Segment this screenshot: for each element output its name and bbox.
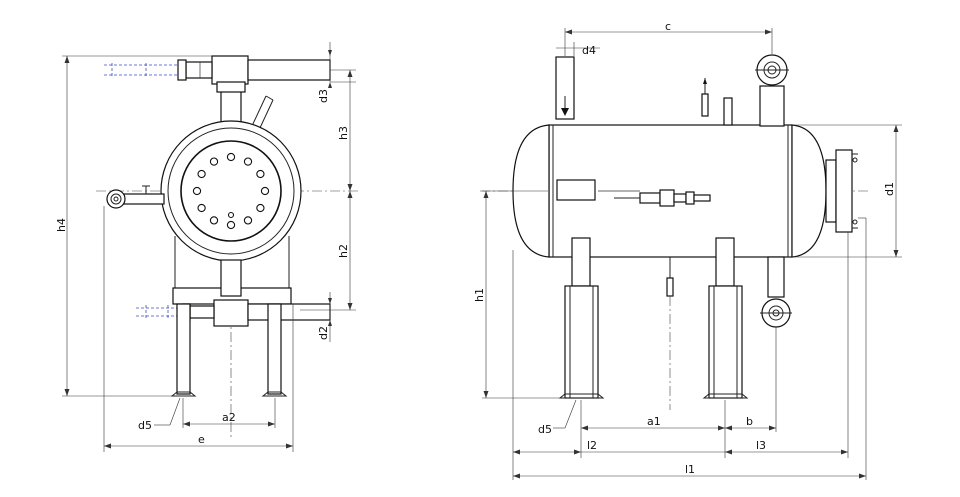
bottom-drain	[666, 257, 674, 410]
label-h3: h3	[337, 126, 350, 140]
bolt-holes	[192, 152, 270, 230]
side-view	[480, 28, 902, 480]
vessel-body	[512, 124, 858, 258]
top-fittings	[701, 78, 733, 126]
top-pipe	[104, 55, 331, 85]
bottom-outlet	[760, 256, 792, 328]
dimension-labels: c d4 d3 h3 h4 h2 d2 h1 d1 d5 d5 a2 e a1 …	[55, 20, 896, 476]
label-e: e	[198, 433, 205, 446]
label-b: b	[746, 415, 753, 428]
side-gauge-nozzle	[106, 185, 165, 209]
label-l2: l2	[587, 439, 597, 452]
label-d5-left: d5	[138, 419, 152, 432]
label-l3: l3	[756, 439, 766, 452]
side-view-dimensions	[482, 28, 902, 480]
label-h1: h1	[473, 288, 486, 302]
top-outlet	[755, 54, 789, 127]
vessel-legs	[558, 237, 749, 399]
label-c: c	[665, 20, 671, 33]
label-d3: d3	[317, 89, 330, 103]
vessel-end-circle	[160, 120, 302, 262]
label-h4: h4	[55, 218, 68, 232]
support-frame	[136, 236, 331, 397]
slanted-nozzle	[251, 95, 274, 131]
label-h2: h2	[337, 244, 350, 258]
label-a2: a2	[222, 411, 236, 424]
instrument-line	[598, 189, 711, 207]
label-a1: a1	[647, 415, 661, 428]
end-view	[62, 42, 360, 452]
label-d5-right: d5	[538, 423, 552, 436]
label-d4: d4	[582, 44, 596, 57]
label-d1: d1	[883, 182, 896, 196]
label-l1: l1	[685, 463, 695, 476]
end-view-dimensions	[62, 42, 356, 452]
inlet-pipe	[555, 56, 575, 120]
label-d2: d2	[317, 326, 330, 340]
